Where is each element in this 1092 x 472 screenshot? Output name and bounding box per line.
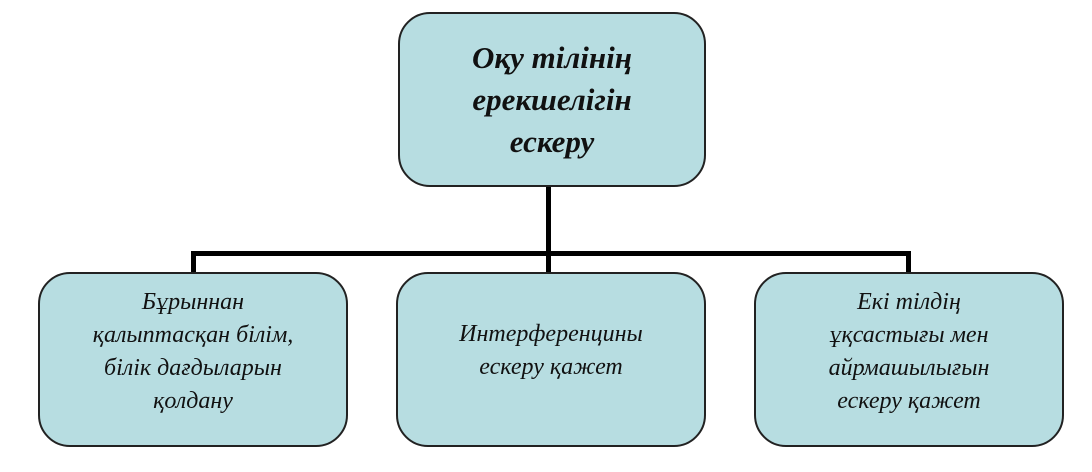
root-line: ескеру: [509, 123, 595, 159]
node-line: ескеру қажет: [837, 388, 981, 414]
node-line: Бұрыннан: [141, 289, 245, 315]
node-line: ескеру қажет: [479, 354, 623, 380]
node-line: білік дағдыларын: [104, 355, 282, 381]
root-line: ерекшелігін: [472, 81, 632, 117]
child-node-right: Екі тілдің ұқсастығы мен айрмашылығын ес…: [754, 272, 1064, 447]
connector-right: [906, 251, 911, 273]
connector-root-down: [546, 186, 551, 256]
connector-left: [191, 251, 196, 273]
node-line: Интерференцины: [459, 321, 643, 347]
node-line: қалыптасқан білім,: [92, 322, 294, 348]
node-line: айрмашылығын: [828, 355, 990, 381]
root-node: Оқу тілінің ерекшелігін ескеру: [398, 12, 706, 187]
connector-middle: [546, 251, 551, 273]
connector-horizontal: [191, 251, 911, 256]
node-line: ұқсастығы мен: [829, 322, 989, 348]
child-node-left: Бұрыннан қалыптасқан білім, білік дағдыл…: [38, 272, 348, 447]
root-line: Оқу тілінің: [472, 39, 632, 75]
child-node-middle: Интерференцины ескеру қажет: [396, 272, 706, 447]
node-line: Екі тілдің: [857, 289, 961, 315]
node-line: қолдану: [153, 388, 233, 414]
